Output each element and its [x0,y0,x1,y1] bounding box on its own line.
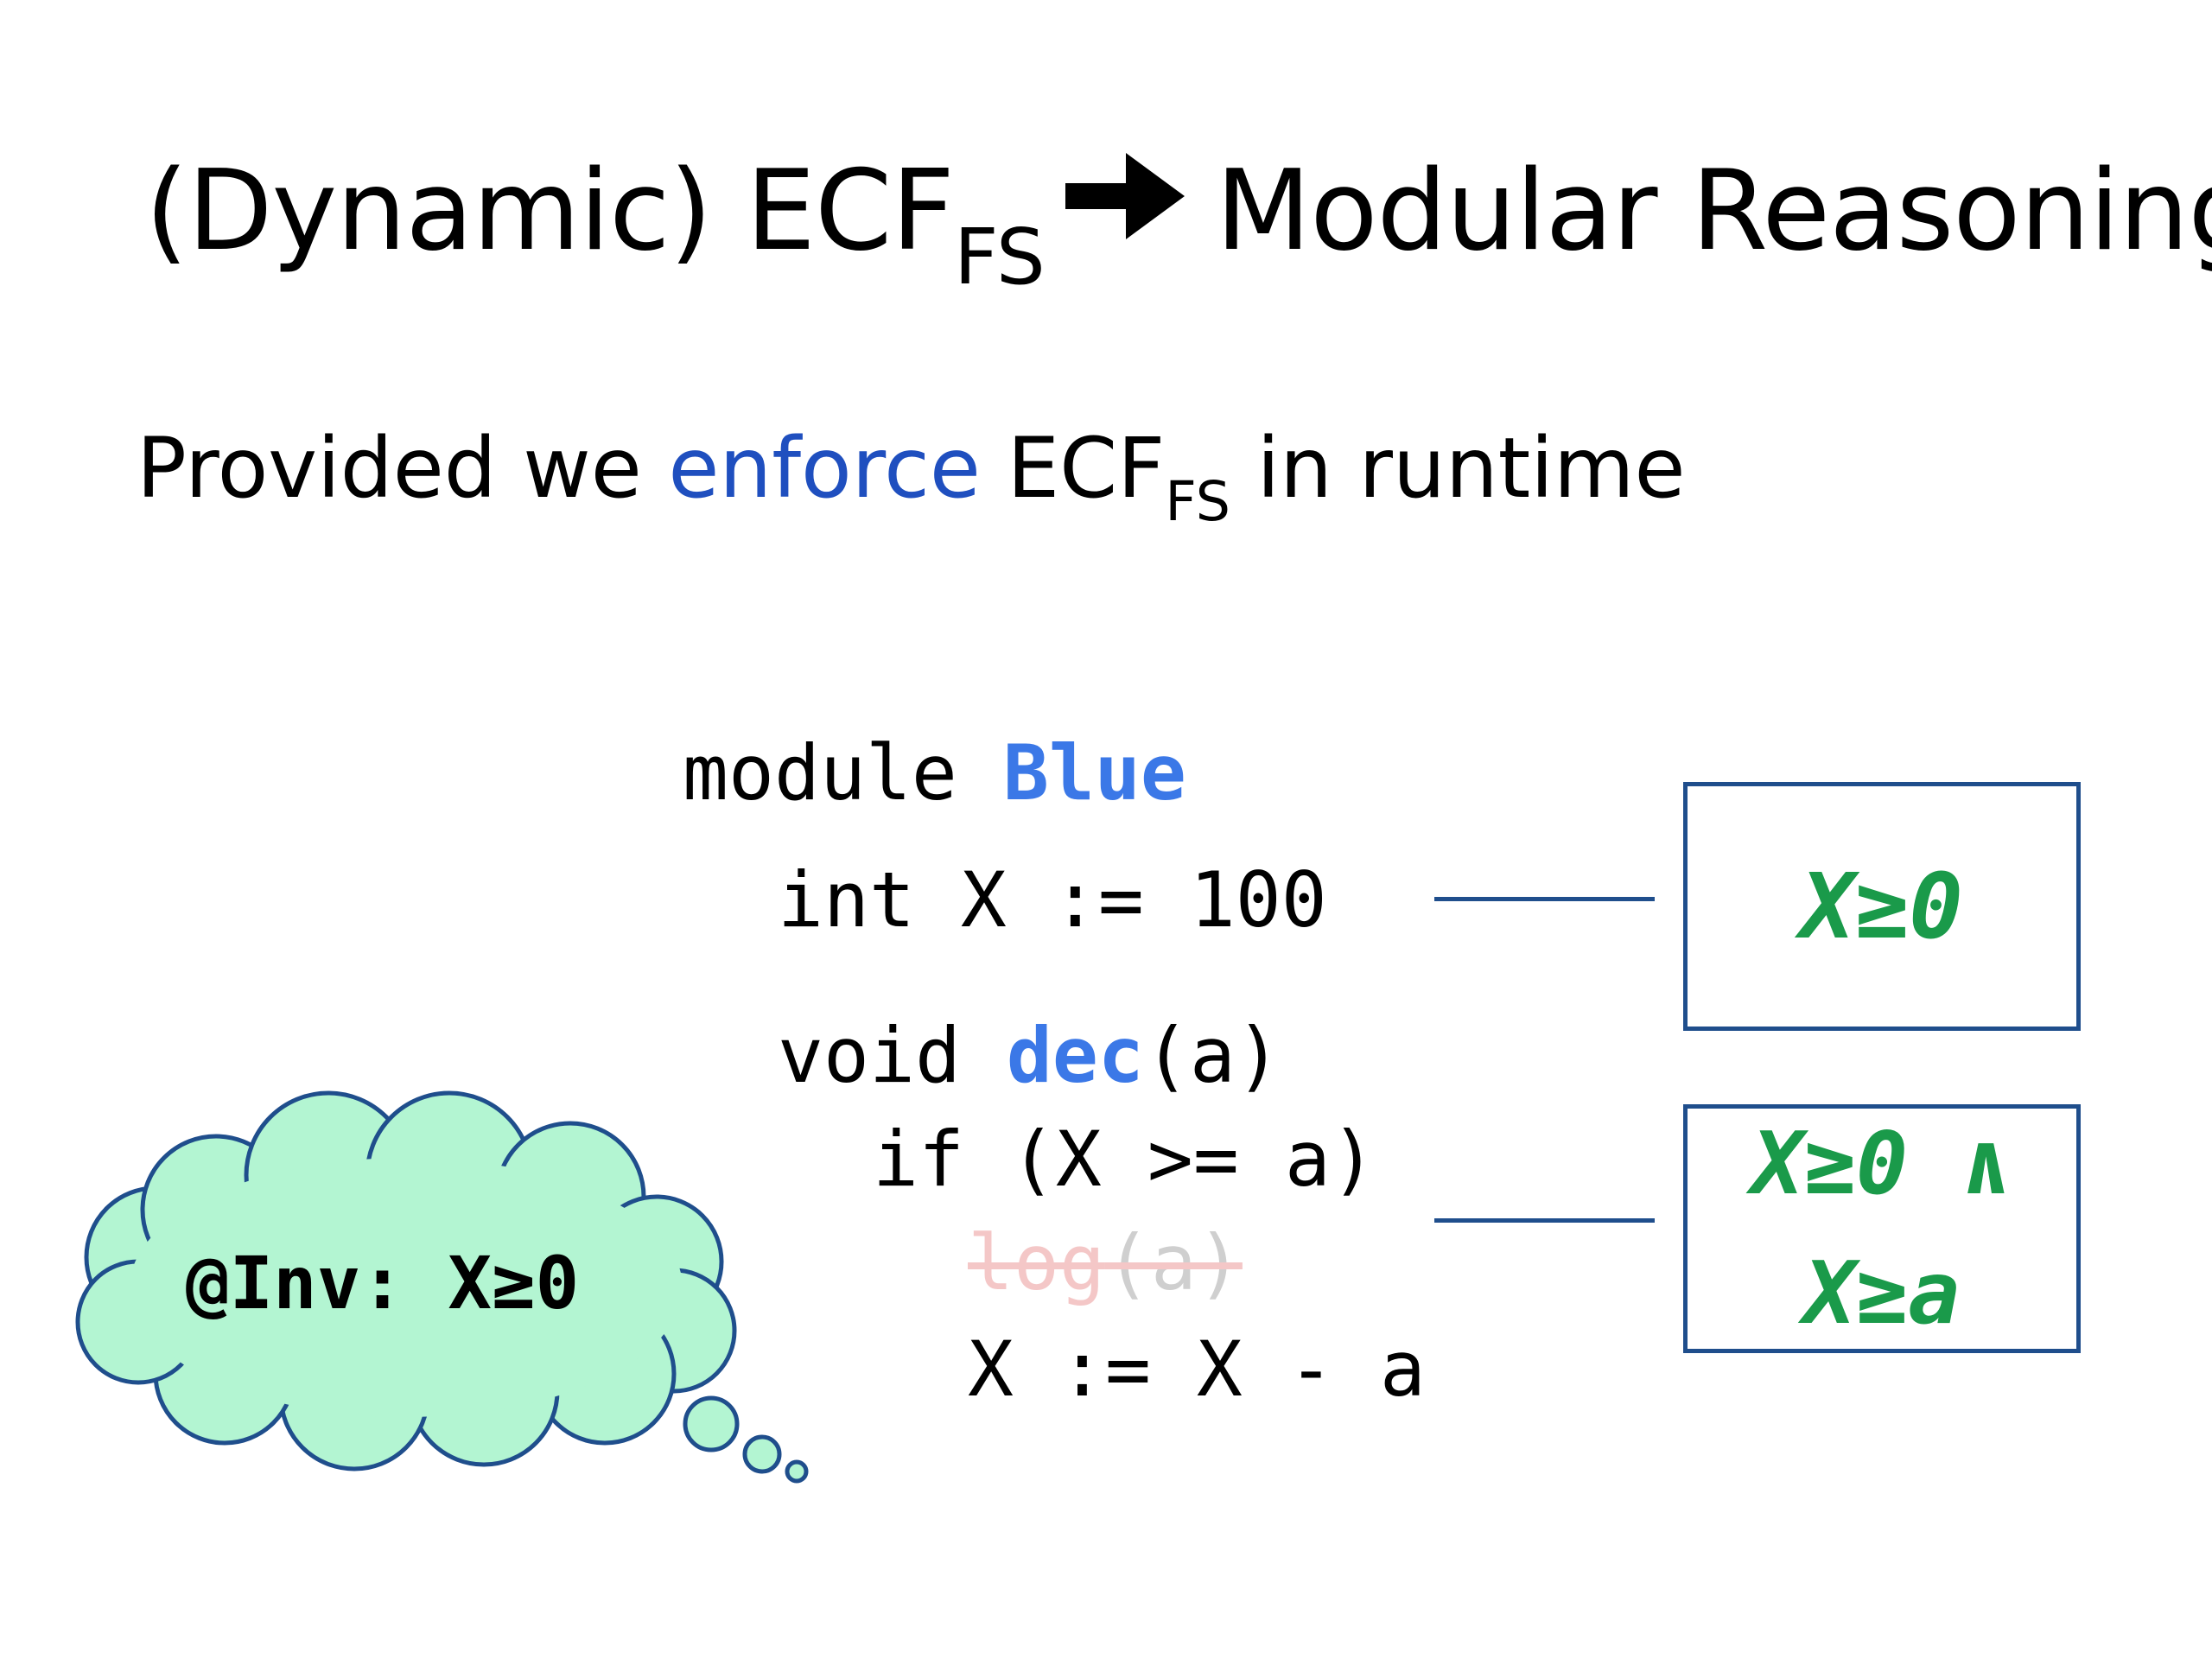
code-assign-line: X := X - a [968,1325,1426,1414]
subtitle: Provided we enforce ECFFS in runtime [137,416,1686,528]
right-arrow-icon [1065,142,1186,271]
connector-line-1 [1434,897,1655,901]
title-suffix: Modular Reasoning [1215,147,2212,276]
log-name: log [968,1218,1105,1307]
code-if-line: if (X >= a) [873,1115,1376,1204]
assertion-1-text: X≥0 [1801,854,1963,959]
code-func-line: void dec(a) [778,1013,1281,1099]
module-keyword: module [683,728,1003,817]
thought-cloud: @Inv: X≥0 [52,1080,830,1495]
func-keyword: void [778,1011,1007,1100]
subtitle-part3: in runtime [1230,420,1686,517]
title-subscript: FS [953,213,1046,303]
code-module-line: module Blue [683,730,1186,817]
log-call-struck: log(a) [968,1218,1243,1307]
subtitle-subscript: FS [1165,468,1230,533]
log-args: (a) [1104,1218,1243,1307]
func-args: (a) [1143,1011,1281,1100]
title-prefix: (Dynamic) ECF [145,147,955,276]
code-log-line: log(a) [968,1220,1243,1306]
assertion-box-2: X≥0 ∧ X≥a [1683,1104,2081,1353]
subtitle-enforce: enforce [668,420,981,517]
thought-cloud-icon [75,1090,809,1484]
assertion-box-1: X≥0 [1683,782,2081,1031]
module-name: Blue [1002,728,1186,817]
assertion-2-line1: X≥0 ∧ [1751,1113,2012,1214]
invariant-text: @Inv: X≥0 [186,1241,580,1325]
code-decl-line: int X := 100 [778,855,1327,944]
subtitle-part2: ECF [980,420,1166,517]
subtitle-part1: Provided we [137,420,669,517]
connector-line-2 [1434,1218,1655,1223]
assertion-2-line2: X≥a [1803,1243,1961,1344]
func-name: dec [1006,1011,1144,1100]
